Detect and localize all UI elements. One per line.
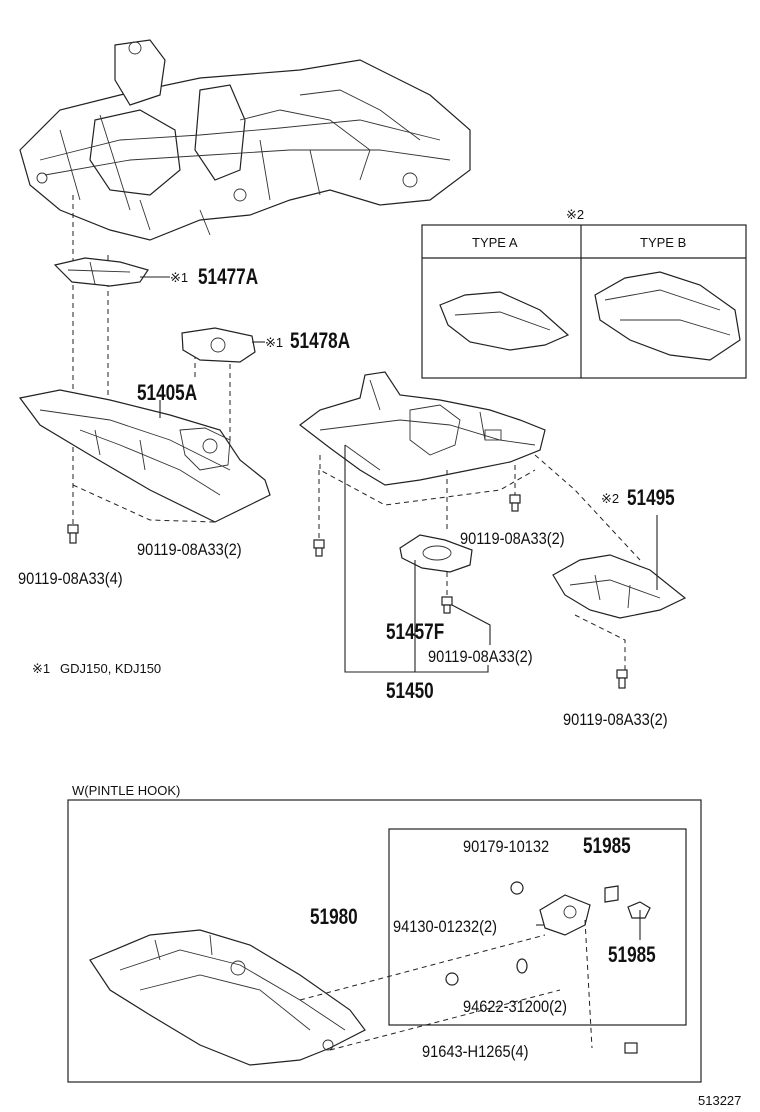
bolt-90119-lower-label[interactable]: 90119-08A33(2) <box>428 647 533 666</box>
part-51477A-label[interactable]: 51477A <box>198 264 259 289</box>
part-91643-label[interactable]: 91643-H1265(4) <box>422 1042 529 1061</box>
type-b-header: TYPE B <box>640 235 687 250</box>
illustration-code: 513227 <box>698 1093 742 1108</box>
type-box <box>421 224 747 379</box>
part-90179-label[interactable]: 90179-10132 <box>463 837 550 856</box>
bolt-90119-right-label[interactable]: 90119-08A33(2) <box>563 710 668 729</box>
bolt-90119-center-label[interactable]: 90119-08A33(2) <box>460 529 565 548</box>
part-51477A-drawing <box>53 257 170 287</box>
part-51495-drawing <box>552 554 687 619</box>
part-51980-label[interactable]: 51980 <box>310 904 358 929</box>
bolt-90119-left-label[interactable]: 90119-08A33(2) <box>137 540 242 559</box>
bolt-left-drawing <box>67 524 325 557</box>
part-94622-label[interactable]: 94622-31200(2) <box>463 997 568 1016</box>
footnote-text-1: GDJ150, KDJ150 <box>60 661 162 676</box>
part-51985-right-label[interactable]: 51985 <box>608 942 656 967</box>
part-51457F-drawing <box>399 534 473 573</box>
part-51405A-drawing <box>18 389 271 523</box>
part-51985-top-label[interactable]: 51985 <box>583 833 631 858</box>
part-51450-label[interactable]: 51450 <box>386 678 434 703</box>
pintle-hook-title: W(PINTLE HOOK) <box>72 783 181 798</box>
footnote-mark-1: ※1 <box>32 661 51 676</box>
part-51495-label[interactable]: 51495 <box>627 485 675 510</box>
part-94130-label[interactable]: 94130-01232(2) <box>393 917 498 936</box>
type-box-note-mark: ※2 <box>566 207 585 222</box>
part-51478A-drawing <box>181 327 265 363</box>
part-51457F-label[interactable]: 51457F <box>386 619 445 644</box>
type-a-header: TYPE A <box>472 235 518 250</box>
part-51477A-note-mark: ※1 <box>170 270 189 285</box>
part-51405A-label[interactable]: 51405A <box>137 380 198 405</box>
part-51450-drawing <box>299 371 546 486</box>
bolt-90119-4-label[interactable]: 90119-08A33(4) <box>18 569 123 588</box>
part-51495-note-mark: ※2 <box>601 491 620 506</box>
part-51478A-note-mark: ※1 <box>265 335 284 350</box>
pintle-section-drawing <box>67 799 702 1083</box>
frame-illustration <box>19 39 471 241</box>
part-51478A-label[interactable]: 51478A <box>290 328 351 353</box>
